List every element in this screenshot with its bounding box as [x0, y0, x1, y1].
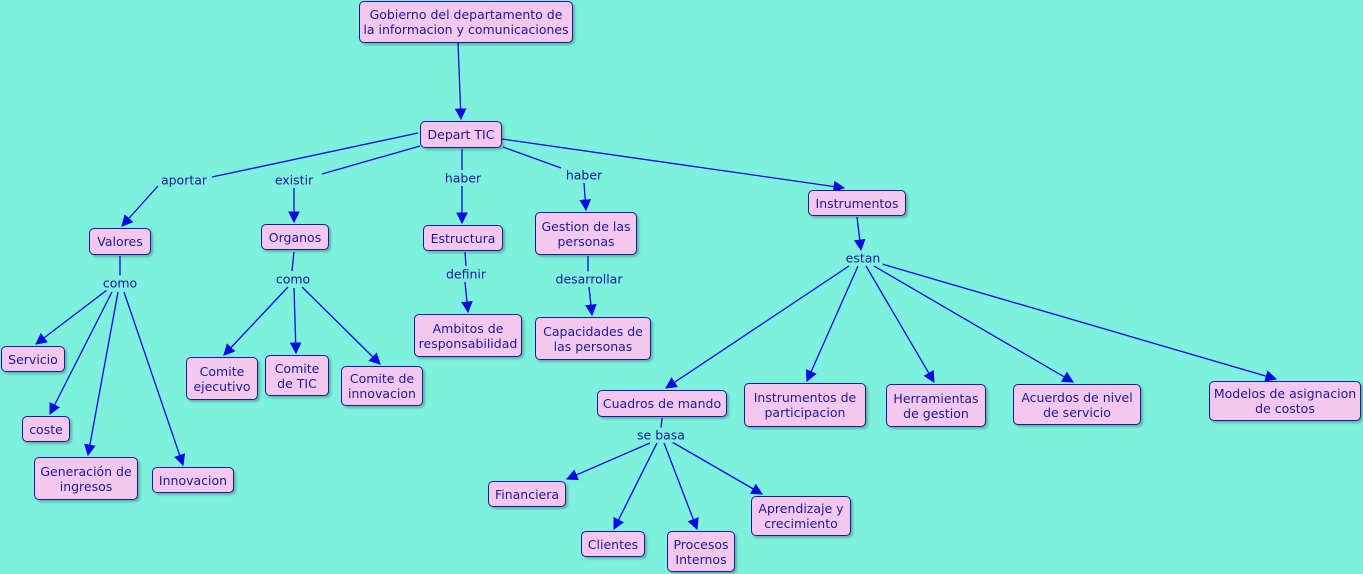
label-definir: definir — [443, 266, 489, 282]
connector-line — [565, 442, 651, 481]
node-innovacion[interactable]: Innovacion — [152, 467, 234, 493]
connector-line — [49, 291, 113, 416]
node-servicio[interactable]: Servicio — [1, 346, 65, 372]
label-como-organos: como — [273, 271, 313, 287]
connector-line — [865, 265, 935, 384]
node-financiera[interactable]: Financiera — [488, 481, 566, 507]
connector-line — [291, 251, 295, 272]
node-procesos-internos[interactable]: Procesos Internos — [667, 531, 735, 572]
node-generacion-ingresos[interactable]: Generación de ingresos — [34, 457, 138, 500]
node-modelos-costos[interactable]: Modelos de asignacion de costos — [1209, 381, 1361, 421]
node-comite-tic[interactable]: Comite de TIC — [265, 355, 329, 396]
node-organos[interactable]: Organos — [261, 224, 329, 250]
connector-line — [461, 281, 473, 314]
connector-line — [853, 216, 866, 252]
connector-line — [121, 185, 159, 227]
connector-line — [501, 138, 846, 193]
connector-line — [660, 417, 663, 429]
connector-line — [454, 42, 467, 121]
node-ambitos[interactable]: Ambitos de responsabilidad — [414, 314, 522, 357]
node-acuerdos-servicio[interactable]: Acuerdos de nivel de servicio — [1013, 384, 1141, 425]
connector-line — [464, 251, 467, 267]
connector-line — [35, 289, 108, 345]
node-comite-innovacion[interactable]: Comite de innovacion — [341, 366, 423, 406]
label-desarrollar: desarrollar — [553, 271, 625, 287]
label-como-valores: como — [100, 275, 140, 291]
node-gestion-personas[interactable]: Gestion de las personas — [535, 212, 637, 255]
label-haber-estructura: haber — [442, 170, 484, 186]
label-estan: estan — [843, 250, 883, 266]
connector-line — [301, 286, 381, 365]
connector-line — [805, 265, 859, 383]
node-estructura[interactable]: Estructura — [423, 225, 503, 251]
label-haber-personas: haber — [563, 167, 605, 183]
node-herramientas-gestion[interactable]: Herramientas de gestion — [886, 384, 986, 427]
label-se-basa: se basa — [635, 427, 687, 443]
node-instrumentos-participacion[interactable]: Instrumentos de participacion — [744, 383, 866, 427]
node-comite-ejecutivo[interactable]: Comite ejecutivo — [186, 357, 258, 400]
connector-line — [665, 265, 850, 389]
node-cuadros-mando[interactable]: Cuadros de mando — [597, 390, 727, 417]
connector-line — [211, 132, 419, 178]
node-clientes[interactable]: Clientes — [581, 531, 645, 557]
connector-line — [613, 442, 658, 531]
node-valores[interactable]: Valores — [89, 228, 151, 255]
node-aprendizaje[interactable]: Aprendizaje y crecimiento — [751, 496, 851, 536]
connector-line — [671, 441, 764, 495]
label-existir: existir — [272, 172, 316, 188]
label-aportar: aportar — [158, 172, 210, 188]
connector-line — [579, 182, 592, 212]
node-depart-tic[interactable]: Depart TIC — [420, 121, 502, 148]
connector-line — [84, 291, 119, 457]
node-instrumentos[interactable]: Instrumentos — [808, 190, 906, 216]
connector-line — [223, 286, 289, 356]
connector-line — [585, 286, 597, 317]
node-gobierno[interactable]: Gobierno del departamento de la informac… — [359, 1, 573, 43]
connector-line — [663, 442, 699, 531]
connector-line — [289, 287, 302, 355]
connector-line — [873, 265, 1075, 383]
connector-line — [881, 263, 1278, 382]
node-coste[interactable]: coste — [22, 416, 70, 442]
connector-line — [123, 291, 186, 467]
node-capacidades[interactable]: Capacidades de las personas — [535, 317, 651, 360]
connector-line — [321, 145, 421, 175]
connector-line — [502, 146, 562, 169]
